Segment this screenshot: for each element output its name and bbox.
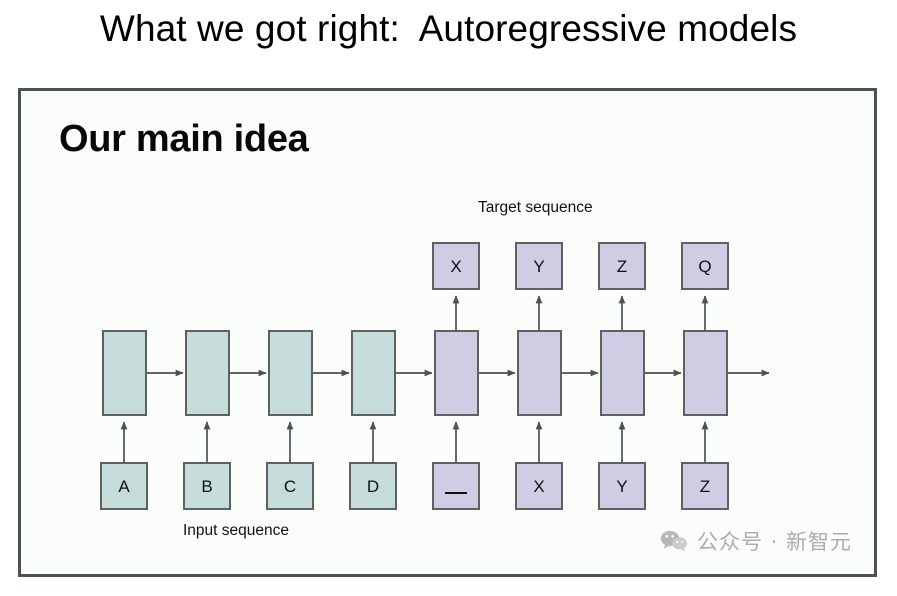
watermark-text: 公众号 · 新智元 bbox=[696, 530, 852, 554]
rnn-cell bbox=[517, 330, 562, 416]
slide-content-frame: Our main idea bbox=[18, 88, 877, 577]
input-token-box-blank bbox=[432, 462, 480, 510]
wechat-icon bbox=[660, 530, 687, 552]
input-token-box: Z bbox=[681, 462, 729, 510]
rnn-cell bbox=[434, 330, 479, 416]
input-token-box: X bbox=[515, 462, 563, 510]
rnn-cell bbox=[268, 330, 313, 416]
input-token-box: D bbox=[349, 462, 397, 510]
autoregressive-model-diagram: Target sequence X Y Z Q A B C D X Y Z In… bbox=[21, 91, 874, 574]
input-token-box: Y bbox=[598, 462, 646, 510]
target-token-box: Z bbox=[598, 242, 646, 290]
target-sequence-label: Target sequence bbox=[478, 199, 593, 216]
rnn-cell bbox=[102, 330, 147, 416]
input-token-box: C bbox=[266, 462, 314, 510]
target-token-box: X bbox=[432, 242, 480, 290]
input-token-box: B bbox=[183, 462, 231, 510]
rnn-cell bbox=[351, 330, 396, 416]
blank-underscore-glyph bbox=[445, 492, 467, 494]
target-token-box: Y bbox=[515, 242, 563, 290]
input-token-box: A bbox=[100, 462, 148, 510]
rnn-cell bbox=[683, 330, 728, 416]
input-sequence-label: Input sequence bbox=[183, 522, 290, 539]
rnn-cell bbox=[600, 330, 645, 416]
rnn-cell bbox=[185, 330, 230, 416]
section-heading: Our main idea bbox=[59, 118, 309, 160]
page-title: What we got right: Autoregressive models bbox=[99, 8, 798, 49]
watermark: 公众号 · 新智元 bbox=[660, 526, 852, 556]
target-token-box: Q bbox=[681, 242, 729, 290]
